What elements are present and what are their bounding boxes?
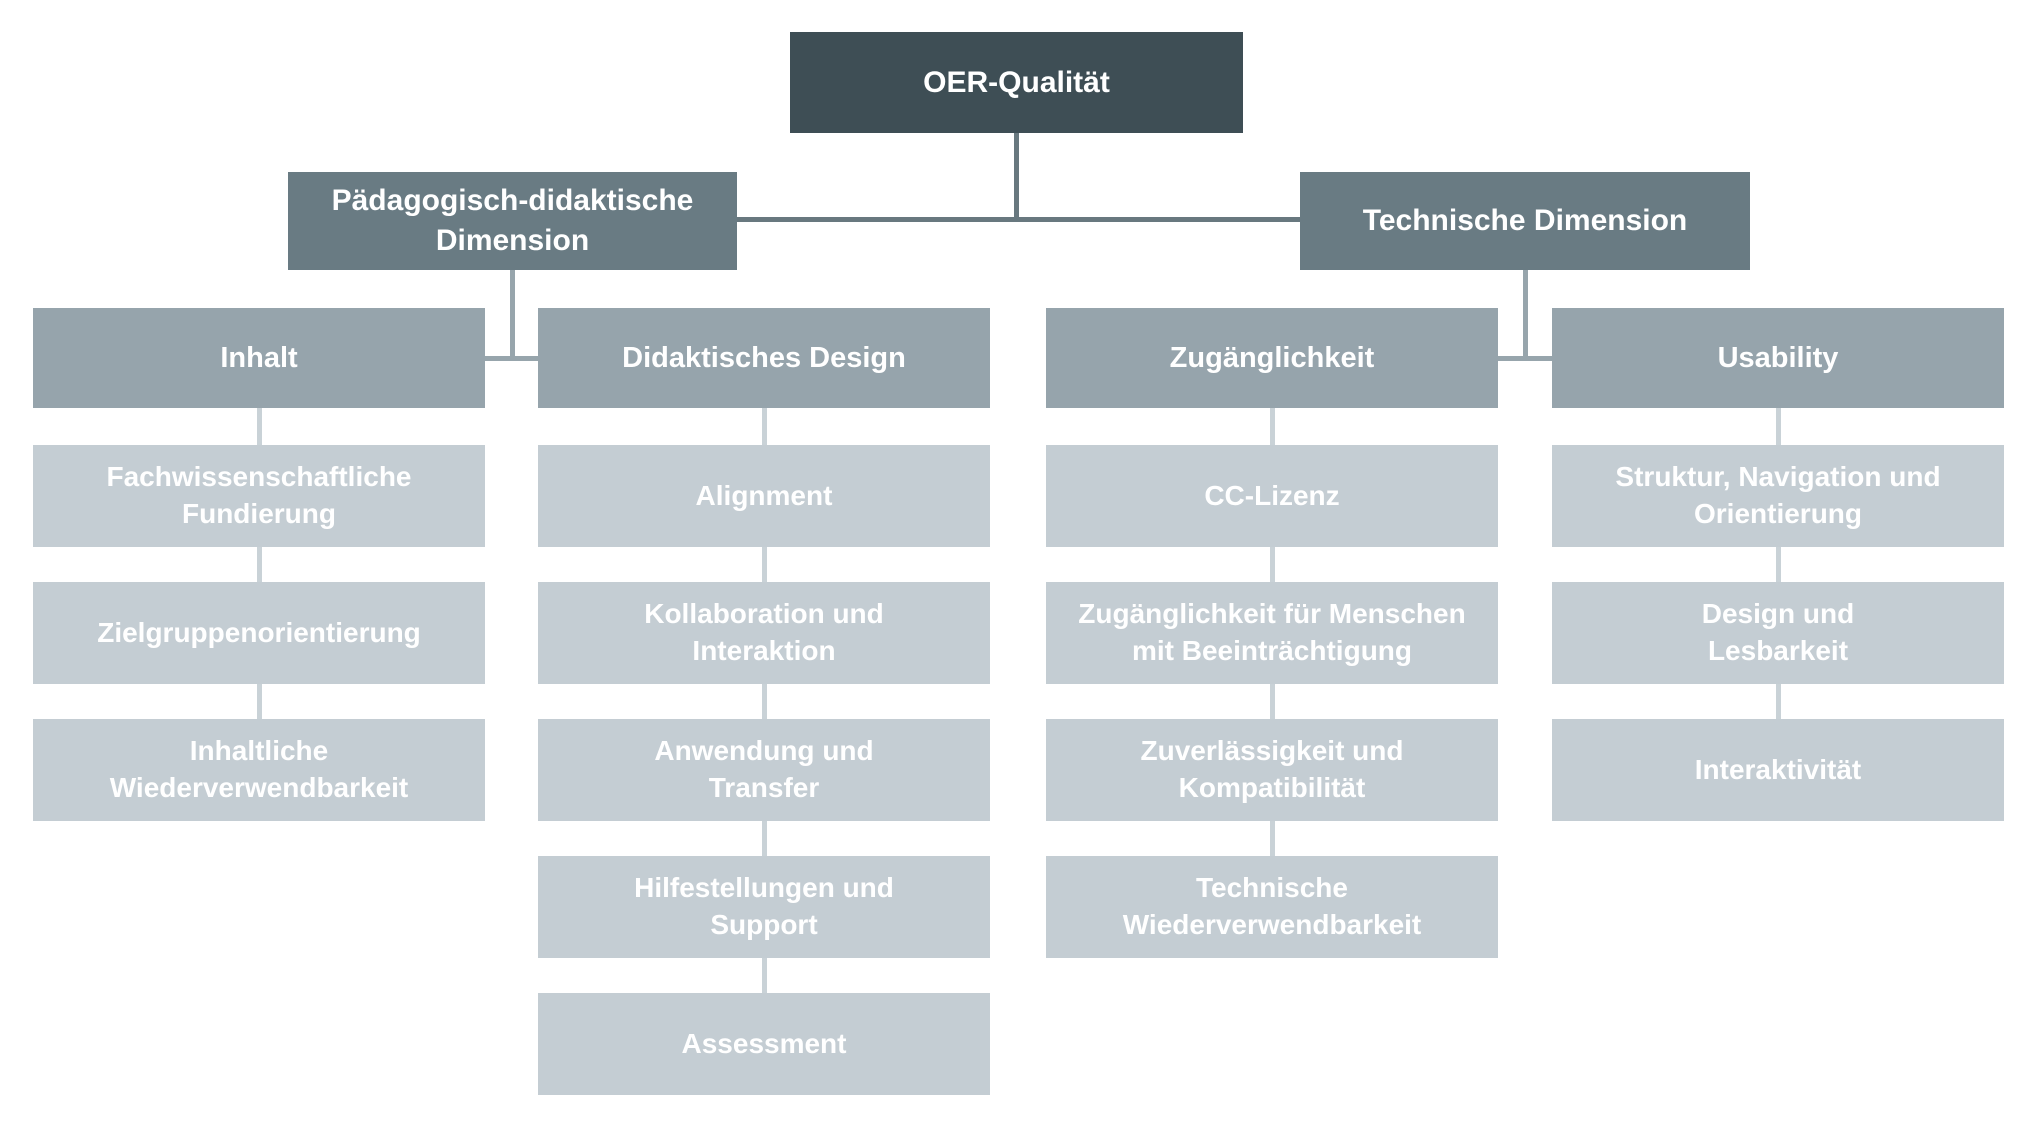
- item-box-zuverlaessigkeit-und-kompatibilitaet: Zuverlässigkeit und Kompatibilität: [1046, 719, 1498, 821]
- connector-dim1-vertical: [510, 270, 515, 361]
- item-box-interaktivitaet: Interaktivität: [1552, 719, 2004, 821]
- connector-col4-item: [1776, 408, 1781, 445]
- item-box-technische-wiederverwendbarkeit: Technische Wiederverwendbarkeit: [1046, 856, 1498, 958]
- connector-col4-item: [1776, 547, 1781, 582]
- connector-col3-item: [1270, 408, 1275, 445]
- root-box-oer-qualitaet: OER-Qualität: [790, 32, 1243, 133]
- connector-dim2-vertical: [1523, 270, 1528, 361]
- connector-col2-item: [762, 547, 767, 582]
- connector-root-horizontal: [737, 217, 1300, 222]
- dimension-box-technisch: Technische Dimension: [1300, 172, 1750, 270]
- item-box-zielgruppenorientierung: Zielgruppenorientierung: [33, 582, 485, 684]
- connector-col3-item: [1270, 684, 1275, 719]
- connector-col4-item: [1776, 684, 1781, 719]
- item-box-struktur-navigation-orientierung: Struktur, Navigation und Orientierung: [1552, 445, 2004, 547]
- connector-dim1-horizontal: [485, 356, 538, 361]
- item-box-kollaboration-und-interaktion: Kollaboration und Interaktion: [538, 582, 990, 684]
- category-box-didaktisches-design: Didaktisches Design: [538, 308, 990, 408]
- item-box-anwendung-und-transfer: Anwendung und Transfer: [538, 719, 990, 821]
- connector-col1-item: [257, 547, 262, 582]
- connector-col3-item: [1270, 547, 1275, 582]
- item-box-design-und-lesbarkeit: Design und Lesbarkeit: [1552, 582, 2004, 684]
- item-box-assessment: Assessment: [538, 993, 990, 1095]
- connector-col2-item: [762, 821, 767, 856]
- category-box-usability: Usability: [1552, 308, 2004, 408]
- category-box-zugaenglichkeit: Zugänglichkeit: [1046, 308, 1498, 408]
- dimension-box-paedagogisch-didaktisch: Pädagogisch-didaktische Dimension: [288, 172, 737, 270]
- connector-col2-item: [762, 958, 767, 993]
- item-box-inhaltliche-wiederverwendbarkeit: Inhaltliche Wiederverwendbarkeit: [33, 719, 485, 821]
- connector-col1-item: [257, 408, 262, 445]
- item-box-alignment: Alignment: [538, 445, 990, 547]
- category-box-inhalt: Inhalt: [33, 308, 485, 408]
- connector-col2-item: [762, 408, 767, 445]
- connector-col3-item: [1270, 821, 1275, 856]
- connector-col1-item: [257, 684, 262, 719]
- item-box-hilfestellungen-und-support: Hilfestellungen und Support: [538, 856, 990, 958]
- connector-dim2-horizontal: [1498, 356, 1552, 361]
- item-box-zugaenglichkeit-fuer-menschen: Zugänglichkeit für Menschen mit Beeinträ…: [1046, 582, 1498, 684]
- connector-col2-item: [762, 684, 767, 719]
- connector-root-vertical: [1014, 133, 1019, 222]
- item-box-fachwissenschaftliche-fundierung: Fachwissenschaftliche Fundierung: [33, 445, 485, 547]
- item-box-cc-lizenz: CC-Lizenz: [1046, 445, 1498, 547]
